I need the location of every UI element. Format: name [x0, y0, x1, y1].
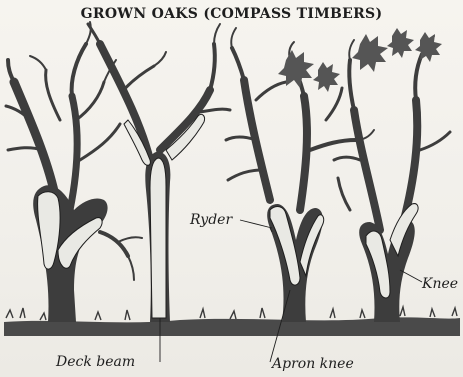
label-ryder: Ryder — [189, 212, 233, 228]
oak-tree-3 — [226, 28, 374, 322]
oak-tree-1 — [6, 22, 142, 322]
oak-tree-2 — [88, 24, 230, 322]
label-deck-beam: Deck beam — [55, 354, 135, 370]
label-knee: Knee — [421, 276, 458, 292]
label-apron-knee: Apron knee — [270, 356, 354, 372]
